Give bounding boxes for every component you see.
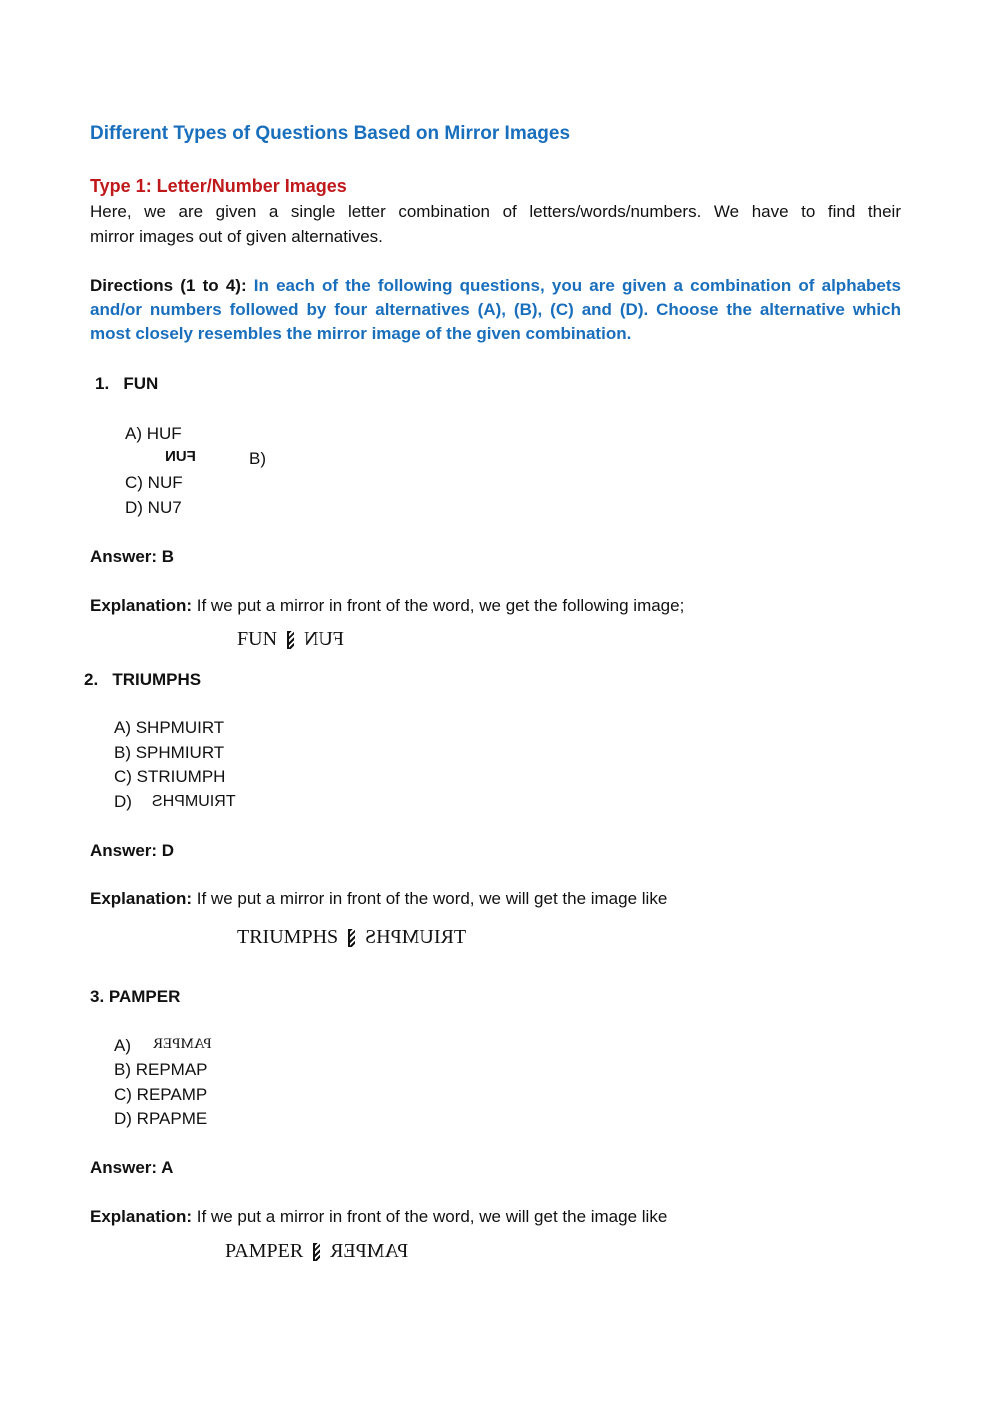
intro-line-2: mirror images out of given alternatives. (90, 227, 383, 246)
question-number: 3. (90, 987, 105, 1006)
q2-option-d-mirror: TRIUMPHS (152, 793, 236, 811)
q3-option-d: D) RPAPME (114, 1109, 208, 1128)
question-word: PAMPER (108, 987, 181, 1006)
q1-option-a: A) HUF (125, 424, 182, 443)
directions-label: Directions (1 to 4): (90, 276, 247, 295)
explanation-text: If we put a mirror in front of the word,… (196, 596, 685, 615)
figure-mirror-word: TRIUMPHS (365, 926, 467, 948)
q1-option-c: C) NUF (125, 473, 183, 492)
directions-text-1: In each of the following questions, you … (253, 276, 901, 295)
figure-word: TRIUMPHS (237, 926, 339, 948)
q1-answer: Answer: B (90, 547, 175, 566)
q2-option-a: A) SHPMUIRT (114, 718, 225, 737)
q1-option-b-mirror: FUN (165, 448, 196, 465)
question-word: TRIUMPHS (112, 670, 202, 689)
page-title: Different Types of Questions Based on Mi… (90, 123, 571, 144)
mirror-text: FUN (165, 448, 196, 465)
question-number: 2. (84, 670, 99, 689)
q2-option-d: D) (114, 792, 132, 811)
q2-option-b: B) SPHMIURT (114, 743, 225, 762)
question-3: 3. PAMPER (90, 985, 180, 1009)
q3-option-a-mirror: PAMPER (153, 1036, 212, 1053)
intro-line-1: Here, we are given a single letter combi… (90, 202, 901, 221)
q3-option-b: B) REPMAP (114, 1060, 208, 1079)
explanation-label: Explanation: (90, 889, 193, 908)
mirror-text: TRIUMPHS (152, 793, 236, 810)
mirror-text: PAMPER (153, 1036, 212, 1052)
figure-word: FUN (237, 628, 278, 650)
q3-option-a: A) (114, 1036, 131, 1055)
q3-answer: Answer: A (90, 1158, 174, 1177)
figure-mirror-word: FUN (304, 628, 345, 650)
question-1: 1. FUN (95, 372, 158, 396)
q2-mirror-figure: TRIUMPHS TRIUMPHS (237, 926, 466, 949)
q3-mirror-figure: PAMPER PAMPER (225, 1240, 408, 1263)
figure-mirror-word: PAMPER (330, 1240, 409, 1262)
q1-mirror-figure: FUN FUN (237, 628, 344, 651)
directions-line-1: Directions (1 to 4): In each of the foll… (90, 274, 901, 298)
question-2: 2. TRIUMPHS (84, 668, 201, 692)
mirror-icon (287, 631, 295, 650)
section-heading: Type 1: Letter/Number Images (90, 176, 347, 196)
figure-word: PAMPER (225, 1240, 304, 1262)
q3-explanation: Explanation: If we put a mirror in front… (90, 1205, 667, 1229)
mirror-icon (348, 929, 356, 948)
q2-explanation: Explanation: If we put a mirror in front… (90, 887, 667, 911)
explanation-text: If we put a mirror in front of the word,… (196, 1207, 668, 1226)
explanation-text: If we put a mirror in front of the word,… (196, 889, 668, 908)
q2-option-c: C) STRIUMPH (114, 767, 226, 786)
directions-line-2: and/or numbers followed by four alternat… (90, 300, 901, 319)
q1-explanation: Explanation: If we put a mirror in front… (90, 594, 684, 618)
q1-option-b-label: B) (249, 449, 266, 468)
question-number: 1. (95, 374, 110, 393)
q1-option-d: D) NU7 (125, 498, 182, 517)
explanation-label: Explanation: (90, 1207, 193, 1226)
q3-option-c: C) REPAMP (114, 1085, 208, 1104)
question-word: FUN (123, 374, 159, 393)
q2-answer: Answer: D (90, 841, 175, 860)
directions-line-3: most closely resembles the mirror image … (90, 324, 632, 343)
mirror-icon (313, 1243, 321, 1262)
explanation-label: Explanation: (90, 596, 193, 615)
